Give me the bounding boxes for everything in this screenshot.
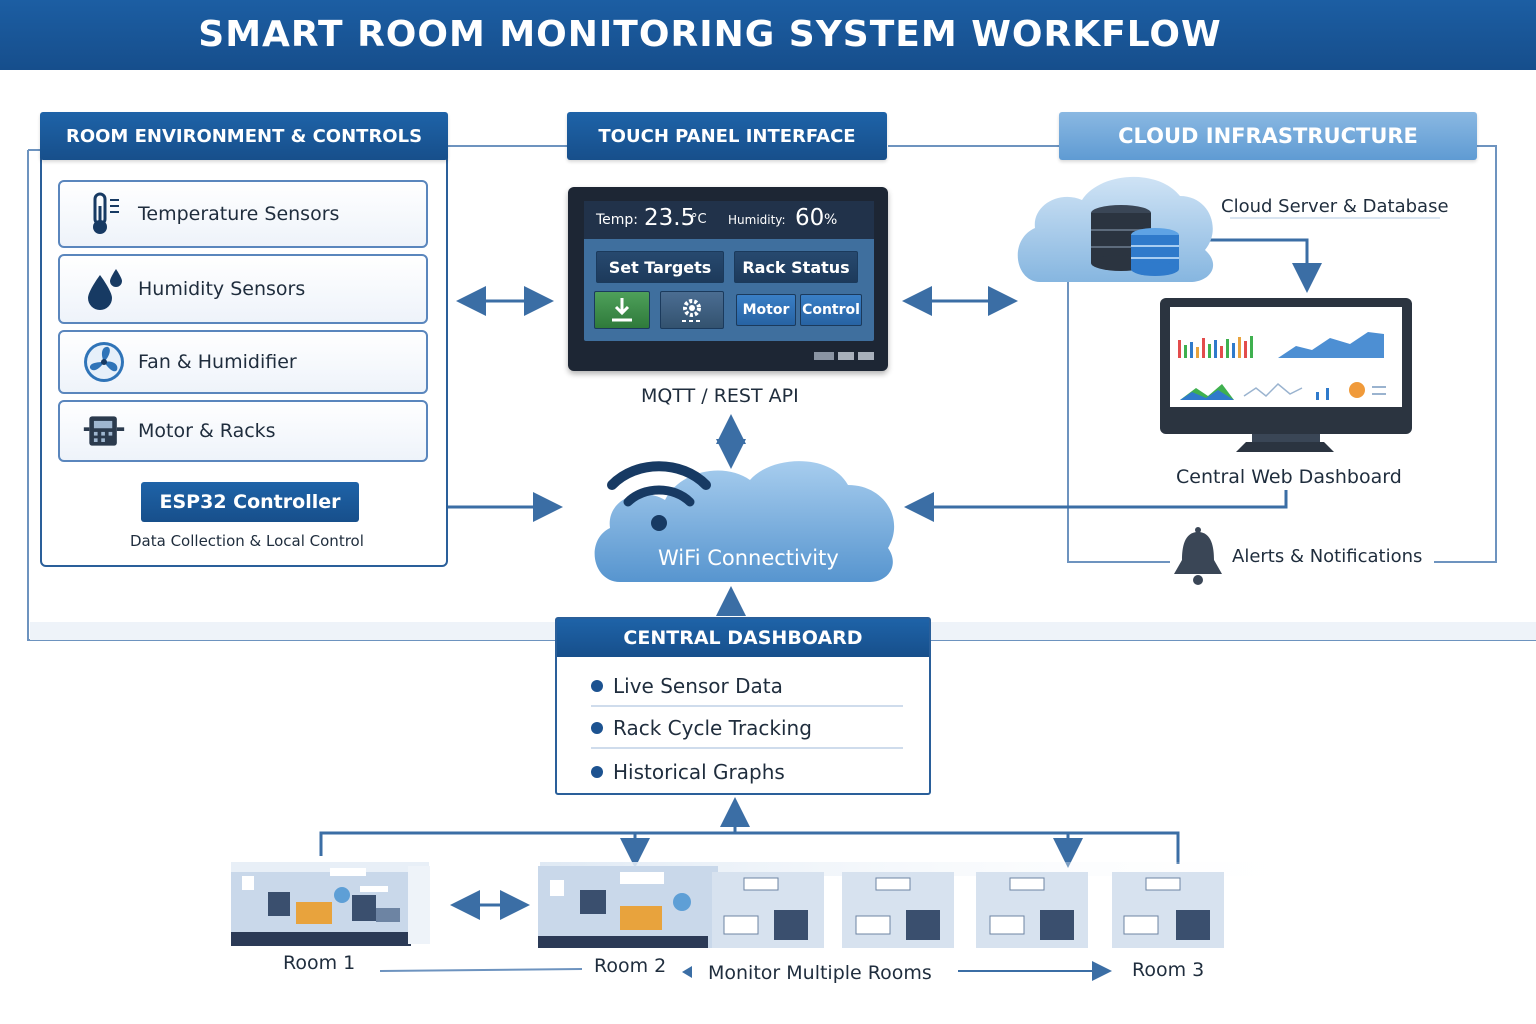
monitor-icon: [1160, 298, 1412, 452]
sensor-readout: Temp: 23.5 °C Humidity: 60 %: [584, 201, 874, 239]
bullet-icon: [591, 766, 603, 778]
monitor-rooms-label: Monitor Multiple Rooms: [708, 962, 932, 984]
fan-humidifier-item[interactable]: Fan & Humidifier: [58, 330, 428, 394]
item-label: Fan & Humidifier: [138, 351, 297, 373]
page-title: SMART ROOM MONITORING SYSTEM WORKFLOW: [198, 14, 1222, 55]
arrow-server-dashboard: [1210, 238, 1322, 293]
room-illustration: [976, 872, 1088, 948]
gear-icon: [682, 299, 702, 322]
rooms-bus-line: [319, 831, 1180, 864]
humidity-value: 60: [795, 205, 825, 231]
list-item-label: Rack Cycle Tracking: [613, 716, 812, 740]
web-dashboard-label: Central Web Dashboard: [1176, 466, 1402, 488]
temperature-sensors-item[interactable]: Temperature Sensors: [58, 180, 428, 248]
room-3-illustration: [1112, 872, 1224, 948]
panel-indicator-lights: [814, 352, 876, 360]
list-item-label: Live Sensor Data: [613, 674, 783, 698]
esp32-caption: Data Collection & Local Control: [130, 532, 364, 550]
touch-panel-display: Temp: 23.5 °C Humidity: 60 % Set Targets…: [584, 201, 874, 341]
esp32-controller-button[interactable]: ESP32 Controller: [141, 482, 359, 522]
temp-value: 23.5: [644, 205, 696, 231]
arrow-dashboard-wifi: [904, 490, 1288, 522]
list-item[interactable]: Historical Graphs: [591, 752, 903, 792]
title-banner: SMART ROOM MONITORING SYSTEM WORKFLOW: [0, 0, 1536, 70]
humidity-unit: %: [824, 212, 838, 228]
temp-label: Temp:: [596, 212, 639, 228]
room-3-label[interactable]: Room 3: [1132, 959, 1205, 981]
room-2-illustration: [538, 866, 718, 948]
download-icon-button[interactable]: [594, 291, 650, 329]
room-2-label[interactable]: Room 2: [594, 955, 667, 977]
wifi-cloud-icon: [594, 461, 895, 582]
temp-unit: °C: [691, 212, 707, 227]
rack-status-button[interactable]: Rack Status: [734, 251, 858, 283]
item-label: Motor & Racks: [138, 420, 276, 442]
api-label: MQTT / REST API: [641, 385, 799, 407]
list-item-label: Historical Graphs: [613, 760, 785, 784]
alerts-label: Alerts & Notifications: [1232, 546, 1423, 567]
thermometer-icon: [82, 192, 126, 236]
bullet-icon: [591, 680, 603, 692]
motor-icon: [82, 409, 126, 453]
wifi-icon: [607, 461, 711, 531]
item-label: Temperature Sensors: [138, 203, 340, 225]
room-illustration: [712, 872, 824, 948]
cloud-header: CLOUD INFRASTRUCTURE: [1059, 112, 1477, 160]
set-targets-button[interactable]: Set Targets: [596, 251, 724, 283]
central-dashboard-panel: CENTRAL DASHBOARD Live Sensor Data Rack …: [555, 617, 931, 795]
download-icon: [612, 298, 632, 322]
touch-panel-screen: Temp: 23.5 °C Humidity: 60 % Set Targets…: [568, 187, 888, 371]
humidity-sensors-item[interactable]: Humidity Sensors: [58, 254, 428, 324]
list-item[interactable]: Live Sensor Data: [591, 667, 903, 707]
motor-button[interactable]: Motor: [736, 294, 796, 326]
bell-icon: [1174, 527, 1222, 585]
wifi-label: WiFi Connectivity: [658, 546, 839, 570]
room-1-label[interactable]: Room 1: [283, 952, 356, 974]
room-1-illustration: [231, 862, 430, 946]
fan-icon: [82, 340, 126, 384]
cloud-server-label: Cloud Server & Database: [1221, 196, 1449, 217]
list-item[interactable]: Rack Cycle Tracking: [591, 709, 903, 749]
motor-racks-item[interactable]: Motor & Racks: [58, 400, 428, 462]
touch-panel-header: TOUCH PANEL INTERFACE: [567, 112, 887, 160]
bullet-icon: [591, 722, 603, 734]
room-illustration: [842, 872, 954, 948]
central-dashboard-header: CENTRAL DASHBOARD: [557, 619, 929, 657]
room-env-header: ROOM ENVIRONMENT & CONTROLS: [40, 112, 448, 160]
item-label: Humidity Sensors: [138, 278, 306, 300]
humidity-label: Humidity:: [728, 213, 786, 227]
control-button[interactable]: Control: [800, 294, 862, 326]
settings-icon-button[interactable]: [660, 291, 724, 329]
database-icon: [1091, 205, 1179, 276]
water-drops-icon: [82, 267, 126, 311]
